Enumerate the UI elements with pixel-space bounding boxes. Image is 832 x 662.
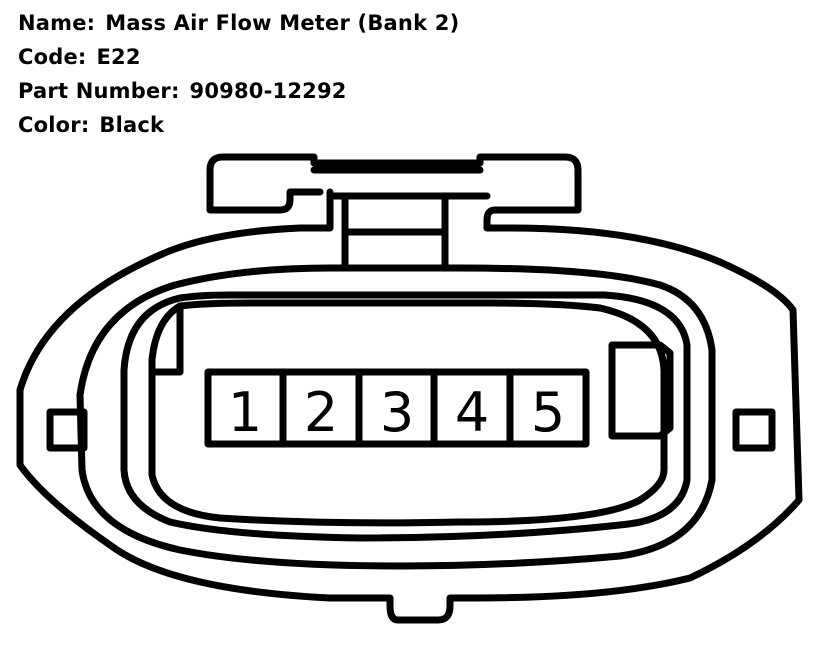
code-value: E22	[96, 45, 141, 69]
color-row: Color: Black	[18, 108, 459, 142]
part-number-value: 90980-12292	[189, 79, 347, 103]
right-key-box	[608, 341, 674, 440]
color-label: Color:	[18, 113, 90, 137]
connector-info: Name: Mass Air Flow Meter (Bank 2) Code: E…	[18, 6, 459, 142]
part-number-row: Part Number: 90980-12292	[18, 74, 459, 108]
pin-housing	[204, 368, 590, 448]
right-side-tab	[732, 408, 776, 452]
pin-5-label: 5	[531, 381, 565, 444]
pin-4-label: 4	[455, 381, 489, 444]
pin-2-label: 2	[304, 381, 338, 444]
cavity-key-notch	[148, 302, 184, 376]
connector-inner-wall	[76, 264, 716, 570]
part-number-label: Part Number:	[18, 79, 180, 103]
code-row: Code: E22	[18, 40, 459, 74]
name-value: Mass Air Flow Meter (Bank 2)	[105, 11, 460, 35]
name-label: Name:	[18, 11, 96, 35]
connector-cavity-rim	[120, 291, 691, 542]
pin-3-label: 3	[380, 381, 414, 444]
name-row: Name: Mass Air Flow Meter (Bank 2)	[18, 6, 459, 40]
color-value: Black	[99, 113, 165, 137]
pin-1-label: 1	[228, 381, 262, 444]
connector-outer-housing	[16, 153, 803, 624]
latch-outline	[326, 192, 491, 272]
pin-cavity	[148, 299, 668, 527]
code-label: Code:	[18, 45, 87, 69]
